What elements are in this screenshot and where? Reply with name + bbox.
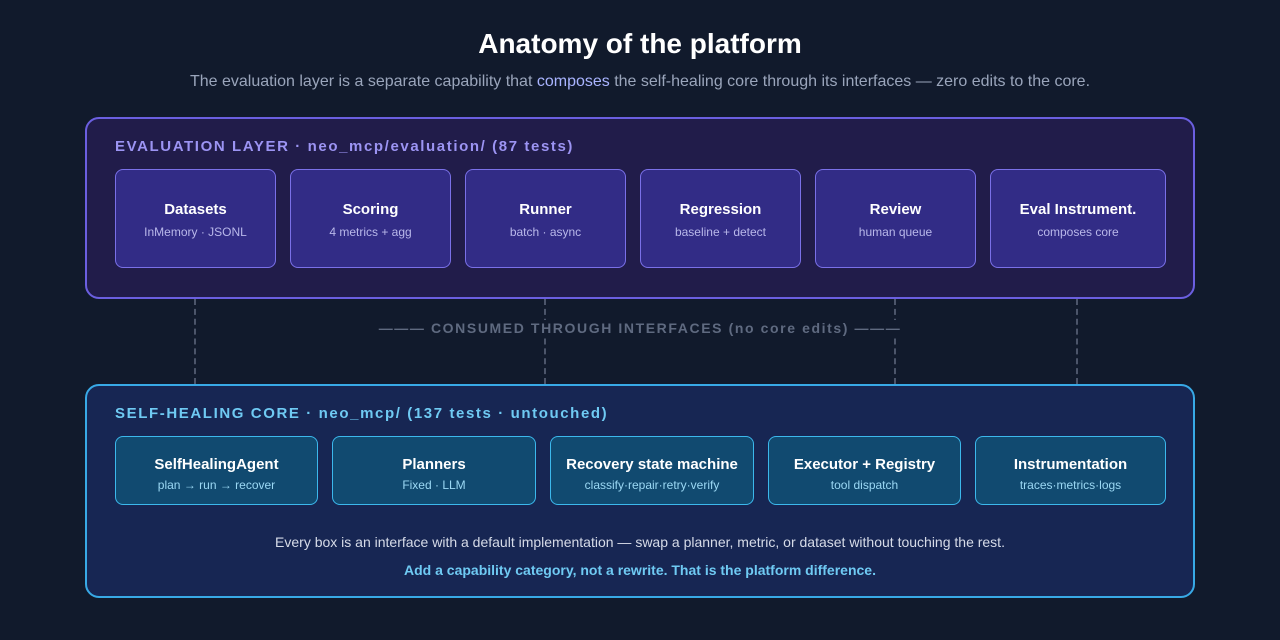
- box-title: Regression: [679, 201, 762, 218]
- box-title: Scoring: [342, 201, 399, 218]
- box-subtitle: classify·repair·retry·verify: [584, 478, 720, 492]
- page-subtitle: The evaluation layer is a separate capab…: [0, 73, 1280, 91]
- connector-line-review: [894, 299, 896, 384]
- box-subtitle: composes core: [1037, 225, 1119, 239]
- connector-line-eval-instrument: [1076, 299, 1078, 384]
- box-subtitle: human queue: [858, 225, 933, 239]
- box-title: Review: [869, 201, 922, 218]
- box-title: Datasets: [164, 201, 227, 218]
- core-box-recovery-state-machine: Recovery state machine classify·repair·r…: [550, 436, 754, 505]
- connector-line-runner: [544, 299, 546, 384]
- box-title: Recovery state machine: [566, 456, 738, 473]
- box-subtitle: plan → run → recover: [157, 478, 276, 492]
- connector-label: ——— CONSUMED THROUGH INTERFACES (no core…: [0, 320, 1280, 336]
- subtitle-text-end: the self-healing core through its interf…: [609, 73, 1091, 90]
- box-title: Planners: [402, 456, 466, 473]
- core-callout: Add a capability category, not a rewrite…: [404, 562, 876, 578]
- page-title: Anatomy of the platform: [478, 28, 802, 59]
- subtitle-text-start: The evaluation layer is a separate capab…: [189, 73, 537, 90]
- box-subtitle: baseline + detect: [674, 225, 767, 239]
- box-subtitle: batch · async: [509, 225, 582, 239]
- self-healing-core-panel: SELF-HEALING CORE · neo_mcp/ (137 tests …: [85, 384, 1195, 598]
- eval-box-regression: Regression baseline + detect: [640, 169, 801, 268]
- box-title: Runner: [519, 201, 572, 218]
- box-subtitle: Fixed · LLM: [402, 478, 466, 492]
- core-note: Every box is an interface with a default…: [275, 534, 1005, 550]
- eval-box-eval-instrument: Eval Instrument. composes core: [990, 169, 1166, 268]
- box-subtitle: traces·metrics·logs: [1019, 478, 1122, 492]
- box-subtitle: InMemory · JSONL: [144, 225, 247, 239]
- evaluation-layer-label: EVALUATION LAYER · neo_mcp/evaluation/ (…: [115, 138, 575, 155]
- core-box-instrumentation: Instrumentation traces·metrics·logs: [975, 436, 1166, 505]
- box-subtitle: 4 metrics + agg: [329, 225, 412, 239]
- eval-box-runner: Runner batch · async: [465, 169, 626, 268]
- subtitle-highlight: composes: [536, 73, 610, 90]
- core-box-planners: Planners Fixed · LLM: [332, 436, 536, 505]
- eval-box-review: Review human queue: [815, 169, 976, 268]
- box-subtitle: tool dispatch: [830, 478, 899, 492]
- eval-box-datasets: Datasets InMemory · JSONL: [115, 169, 276, 268]
- core-box-executor-registry: Executor + Registry tool dispatch: [768, 436, 961, 505]
- core-box-self-healing-agent: SelfHealingAgent plan → run → recover: [115, 436, 318, 505]
- box-title: Instrumentation: [1013, 456, 1128, 473]
- connector-line-datasets: [194, 299, 196, 384]
- box-title: Executor + Registry: [793, 456, 936, 473]
- box-title: Eval Instrument.: [1019, 201, 1137, 218]
- core-label: SELF-HEALING CORE · neo_mcp/ (137 tests …: [115, 405, 609, 422]
- eval-box-scoring: Scoring 4 metrics + agg: [290, 169, 451, 268]
- evaluation-layer-panel: EVALUATION LAYER · neo_mcp/evaluation/ (…: [85, 117, 1195, 299]
- box-title: SelfHealingAgent: [154, 456, 279, 473]
